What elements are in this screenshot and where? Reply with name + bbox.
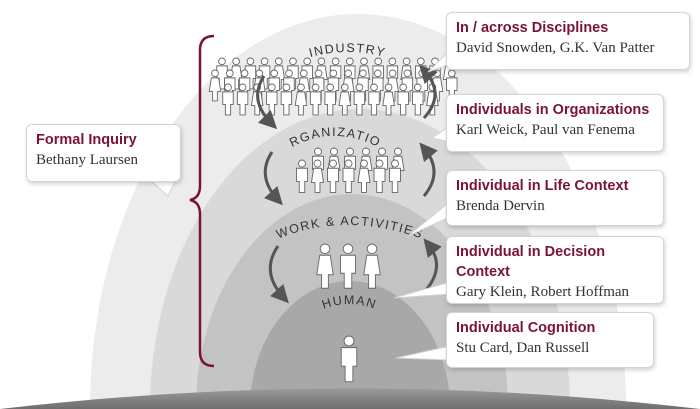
ground-curve (0, 388, 700, 409)
person-icon (222, 83, 234, 116)
person-icon (397, 83, 409, 116)
formal-inquiry-title: Formal Inquiry (36, 132, 137, 148)
arrow-up-org-right (419, 142, 438, 197)
person-icon (229, 57, 243, 90)
person-icon (266, 83, 278, 116)
arrow-down-industry-left (256, 75, 278, 130)
person-icon (294, 83, 308, 116)
decision-context-title-line2: Context (456, 264, 510, 280)
person-icon (338, 83, 352, 116)
life-context-title: Individual in Life Context (456, 178, 629, 194)
person-icon (280, 83, 293, 116)
person-icon (382, 83, 395, 116)
decision-context-title-line1: Individual in Decision (456, 244, 606, 260)
formal-inquiry-bracket (189, 34, 215, 368)
person-icon (327, 159, 339, 193)
callout-organizations: Individuals in Organizations Karl Weick,… (446, 94, 664, 152)
disciplines-title: In / across Disciplines (456, 20, 609, 36)
person-icon (316, 243, 334, 289)
callout-decision-context: Individual in Decision Context Gary Klei… (446, 236, 664, 304)
person-icon (368, 83, 380, 116)
level-label-human: HUMAN (320, 293, 379, 312)
human-person (340, 335, 358, 383)
person-icon (357, 159, 371, 193)
organization-people-group (296, 147, 405, 193)
callout-formal-inquiry: Formal Inquiry Bethany Laursen (26, 124, 181, 182)
arrow-down-org-left (263, 151, 283, 206)
work-people-group (316, 243, 381, 289)
person-icon (389, 159, 401, 193)
callout-individual-cognition: Individual Cognition Stu Card, Dan Russe… (446, 312, 654, 368)
person-icon (353, 83, 366, 116)
person-icon (340, 243, 356, 289)
cognition-title: Individual Cognition (456, 320, 596, 336)
decision-context-names: Gary Klein, Robert Hoffman (456, 284, 630, 300)
person-icon (236, 83, 249, 116)
person-icon (310, 159, 325, 193)
person-icon (363, 243, 381, 289)
life-context-names: Brenda Dervin (456, 198, 545, 214)
callout-disciplines: In / across Disciplines David Snowden, G… (446, 12, 690, 70)
person-icon (208, 69, 222, 102)
person-icon (373, 159, 386, 193)
organizations-names: Karl Weick, Paul van Fenema (456, 122, 635, 138)
person-icon (296, 159, 308, 193)
person-icon (412, 83, 424, 116)
arrow-up-work-right (423, 238, 442, 291)
person-icon (340, 335, 358, 383)
person-icon (342, 159, 355, 193)
organizations-title: Individuals in Organizations (456, 102, 650, 118)
person-icon (309, 83, 322, 116)
person-icon (324, 83, 336, 116)
industry-people-crowd (208, 57, 458, 116)
arrow-up-industry-right (419, 64, 438, 120)
cognition-names: Stu Card, Dan Russell (456, 340, 590, 356)
disciplines-names: David Snowden, G.K. Van Patter (456, 40, 655, 56)
arrow-down-work-left (268, 245, 289, 304)
person-icon (386, 69, 399, 102)
callout-life-context: Individual in Life Context Brenda Dervin (446, 170, 664, 226)
formal-inquiry-names: Bethany Laursen (36, 152, 139, 168)
